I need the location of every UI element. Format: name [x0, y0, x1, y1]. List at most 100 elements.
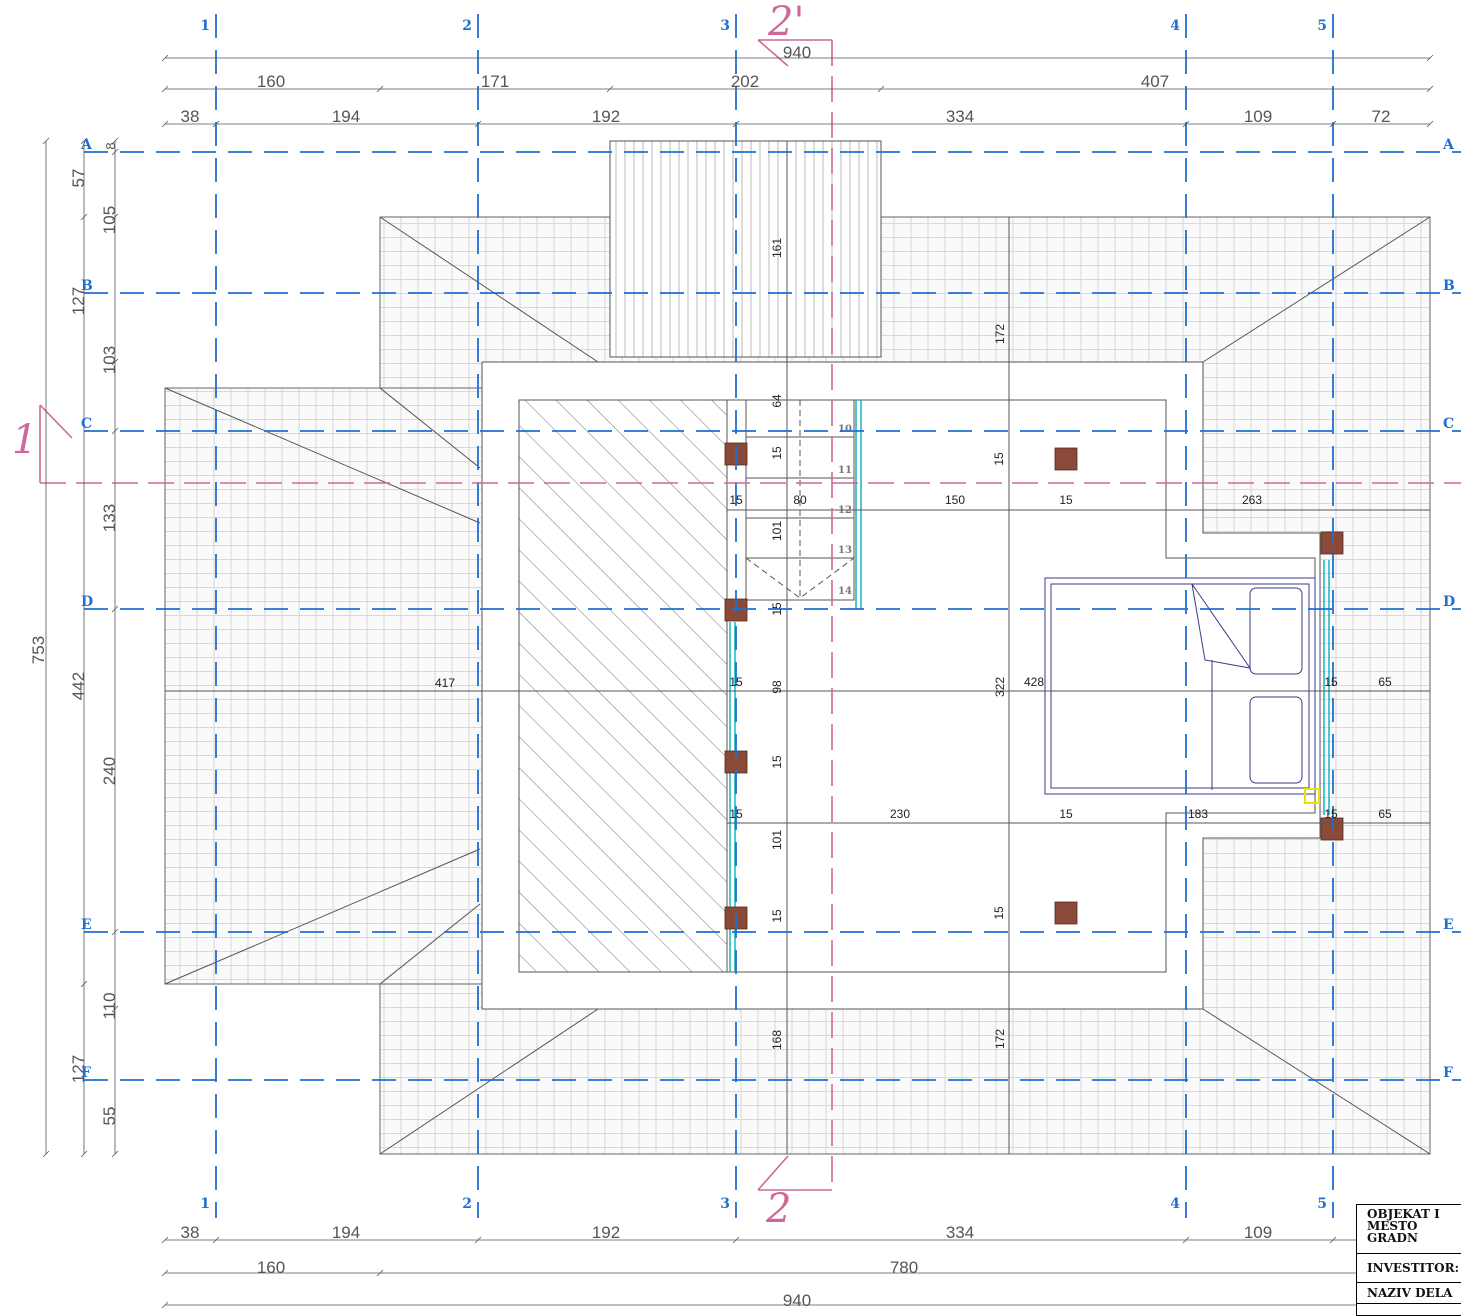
dim-interior: 80	[793, 493, 807, 507]
dim-interior: 15	[729, 807, 743, 821]
dimension-text-top: 940 160 171 202 407 38 194 192 334 109 7…	[181, 43, 1391, 126]
section-label-top: 2'	[767, 0, 804, 45]
dimension-tick	[1426, 54, 1434, 62]
dimension-tick	[111, 1150, 119, 1158]
axis-label-row: A	[80, 137, 93, 153]
dim-top-row3: 194	[332, 107, 360, 126]
dim-interior: 172	[993, 324, 1007, 344]
title-block-work: NAZIV DELA	[1357, 1283, 1461, 1304]
dim-interior: 15	[1059, 493, 1073, 507]
dimension-tick	[161, 1269, 169, 1277]
dimension-tick	[111, 148, 119, 156]
grid-axes	[84, 14, 1461, 1218]
dim-top-row3: 72	[1372, 107, 1391, 126]
dimension-tick	[1426, 120, 1434, 128]
dim-top-row3: 192	[592, 107, 620, 126]
title-block-object: OBJEKAT I MESTO GRADN	[1357, 1205, 1461, 1254]
dimension-tick	[474, 1236, 482, 1244]
axis-label-row: B	[1443, 278, 1455, 294]
axis-label-column: 2	[462, 18, 472, 34]
roof-west-wing	[164, 387, 483, 985]
dim-interior: 161	[770, 238, 784, 258]
axis-label-row: E	[1443, 917, 1454, 933]
dimension-text-bottom: 38 194 192 334 109 72 160 780 940	[181, 1223, 1391, 1310]
void-hatched	[518, 399, 728, 973]
dim-interior: 417	[435, 676, 455, 690]
dim-left-inner: 103	[100, 346, 119, 374]
roof-dormer	[609, 140, 882, 358]
dim-interior: 101	[770, 521, 784, 541]
dim-interior: 15	[1324, 675, 1338, 689]
dim-interior: 15	[729, 675, 743, 689]
stair-step-number: 10	[838, 424, 852, 435]
dimension-tick	[474, 120, 482, 128]
dimension-text-interior: 161 172 172 168 64 101 101 98 322 417 42…	[435, 238, 1392, 1050]
hip-lines	[164, 216, 1431, 1155]
axis-label-row: E	[81, 917, 92, 933]
title-block-investor: INVESTITOR:	[1357, 1254, 1461, 1283]
dim-left-inner: 57	[69, 169, 88, 188]
axis-label-row: F	[1443, 1065, 1453, 1081]
outlet-marker	[1304, 788, 1320, 804]
dimension-text-left: 753 127 442 127 8 57 105 103 133 240 110…	[29, 142, 119, 1125]
interior-dimension-lines	[165, 141, 1430, 1154]
axis-label-column: 4	[1170, 1196, 1180, 1212]
axis-label-column: 3	[720, 18, 730, 34]
dimension-tick	[1329, 120, 1337, 128]
dim-bottom-row1: 194	[332, 1223, 360, 1242]
dimension-tick	[877, 85, 885, 93]
dim-interior: 15	[770, 602, 784, 616]
dimension-tick	[161, 1301, 169, 1309]
dim-top-row3: 334	[946, 107, 974, 126]
dim-bottom-row1: 109	[1244, 1223, 1272, 1242]
dim-top-row2: 202	[731, 72, 759, 91]
dim-left-outer: 442	[69, 672, 88, 700]
dimension-tick	[1182, 1236, 1190, 1244]
dim-top-row3: 38	[181, 107, 200, 126]
axis-label-column: 5	[1317, 1196, 1327, 1212]
axis-label-column: 1	[200, 1196, 210, 1212]
axis-label-column: 1	[200, 18, 210, 34]
dimension-tick	[111, 358, 119, 366]
dimension-tick	[732, 120, 740, 128]
dimension-tick	[161, 120, 169, 128]
dim-interior: 150	[945, 493, 965, 507]
dimension-tick	[1426, 85, 1434, 93]
stair-step-number: 11	[838, 465, 852, 476]
dimension-chains	[42, 54, 1434, 1309]
axis-label-row: D	[81, 594, 93, 610]
dimension-tick	[376, 85, 384, 93]
dimension-tick	[1329, 1236, 1337, 1244]
dim-overall-bottom: 940	[783, 1291, 811, 1310]
dim-interior: 15	[770, 446, 784, 460]
dimension-tick	[376, 1269, 384, 1277]
chimney-column	[1054, 901, 1078, 925]
section-lines	[39, 39, 1461, 1191]
chimney-column	[1054, 447, 1078, 471]
pillow	[1249, 696, 1303, 784]
dimension-tick	[161, 54, 169, 62]
chimney-column	[1320, 531, 1344, 555]
dimension-tick	[212, 120, 220, 128]
bed	[1044, 577, 1316, 795]
axis-label-row: B	[81, 278, 93, 294]
chimney-column	[1320, 817, 1344, 841]
title-block: OBJEKAT I MESTO GRADN INVESTITOR: NAZIV …	[1356, 1204, 1461, 1316]
dim-interior: 263	[1242, 493, 1262, 507]
dimension-tick	[80, 1150, 88, 1158]
dim-interior: 65	[1378, 807, 1392, 821]
pillow	[1249, 587, 1303, 675]
dim-interior: 98	[770, 680, 784, 694]
dimension-tick	[111, 928, 119, 936]
dimension-tick	[111, 137, 119, 145]
dim-bottom-row1: 192	[592, 1223, 620, 1242]
dim-interior: 15	[992, 906, 1006, 920]
dim-interior: 101	[770, 830, 784, 850]
dim-interior: 172	[993, 1029, 1007, 1049]
dimension-tick	[111, 605, 119, 613]
dimension-tick	[212, 1236, 220, 1244]
dim-interior: 15	[729, 493, 743, 507]
dimension-tick	[80, 137, 88, 145]
